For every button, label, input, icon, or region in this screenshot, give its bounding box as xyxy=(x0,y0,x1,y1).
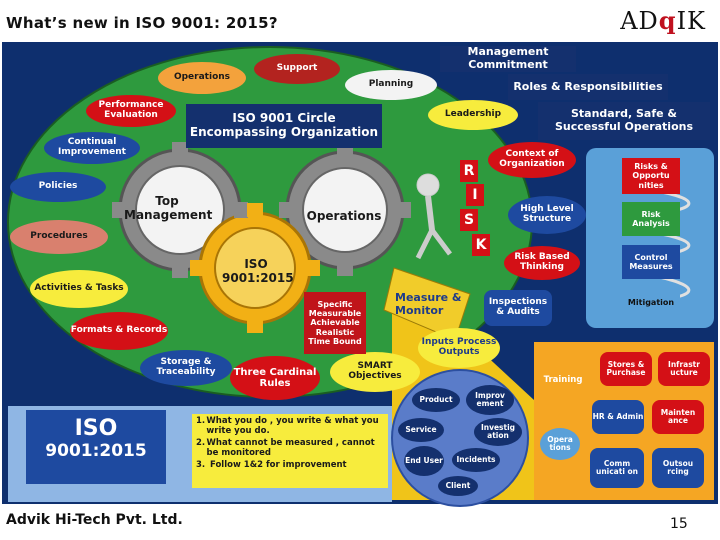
ring-policies: Policies xyxy=(10,172,106,202)
risk-letter: K xyxy=(472,234,490,256)
iso-box-line1: ISO xyxy=(74,416,118,441)
grid-training: Training xyxy=(543,375,583,385)
ring-three-cardinal-rules: Three Cardinal Rules xyxy=(230,356,320,400)
page-title: What’s new in ISO 9001: 2015? xyxy=(6,14,278,32)
company-logo: ADqIK xyxy=(620,6,706,35)
grid-outsourcing: Outsou rcing xyxy=(652,448,704,488)
bubble-service: Service xyxy=(398,418,444,442)
risks-opportunities-box: Risks & Opportu nities xyxy=(622,158,680,194)
iso-box: ISO 9001:2015 xyxy=(26,410,166,484)
grid-hr-admin: HR & Admin xyxy=(592,400,644,434)
ring-risk-based-thinking: Risk Based Thinking xyxy=(504,246,580,280)
mitigation-box: Mitigation xyxy=(622,288,680,318)
smart-box: Specific Measurable Achievable Realistic… xyxy=(304,292,366,354)
grid-communication: Comm unicati on xyxy=(590,448,644,488)
company-name: Advik Hi-Tech Pvt. Ltd. xyxy=(6,512,183,528)
grid-stores-purchase: Stores & Purchase xyxy=(600,352,652,386)
ring-inputs-process-outputs: Inputs Process Outputs xyxy=(418,328,500,368)
gear-iso-center-label: ISO 9001:2015 xyxy=(222,257,294,285)
ring-continual-improvement: Continual Improvement xyxy=(44,132,140,164)
ring-storage-traceability: Storage & Traceability xyxy=(140,350,232,386)
page-number: 15 xyxy=(670,516,688,532)
roles-responsibilities-box: Roles & Responsibilities xyxy=(508,74,668,100)
bubble-improvement: Improv ement xyxy=(466,385,514,415)
risk-letter: R xyxy=(460,160,478,182)
risk-analysis-box: Risk Analysis xyxy=(622,202,680,236)
gear-operations-icon xyxy=(285,150,405,270)
bubble-incidents: Incidents xyxy=(452,448,500,472)
risk-letter: S xyxy=(460,209,478,231)
gear-operations-label: Operations xyxy=(306,209,382,223)
gear-top-management-label: Top Management xyxy=(124,194,213,222)
rule-item: What cannot be measured , cannot be moni… xyxy=(206,438,375,458)
grid-maintenance: Mainten ance xyxy=(652,400,704,434)
ring-planning: Planning xyxy=(345,70,437,100)
ring-support: Support xyxy=(254,54,340,84)
mgmt-commitment-box: Management Commitment xyxy=(440,46,576,72)
ring-procedures: Procedures xyxy=(10,220,108,254)
ring-leadership: Leadership xyxy=(428,100,518,130)
ring-performance-evaluation: Performance Evaluation xyxy=(86,95,176,127)
rules-box: 1.What you do , you write & what you wri… xyxy=(192,414,388,488)
ring-smart-objectives: SMART Objectives xyxy=(330,352,420,392)
ring-context-of-organization: Context of Organization xyxy=(488,142,576,178)
risk-letter: I xyxy=(466,184,484,206)
circle-title-box: ISO 9001 Circle Encompassing Organizatio… xyxy=(186,104,382,148)
control-measures-box: Control Measures xyxy=(622,245,680,279)
bubble-product: Product xyxy=(412,388,460,412)
ring-operations: Operations xyxy=(158,62,246,94)
rule-item: What you do , you write & what you write… xyxy=(206,416,379,436)
inspections-audits: Inspections & Audits xyxy=(484,290,552,326)
measure-monitor-label: Measure & Monitor xyxy=(395,291,462,317)
person-icon xyxy=(415,173,452,260)
bubble-operations: Opera tions xyxy=(540,428,580,460)
ring-formats-records: Formats & Records xyxy=(70,312,168,350)
grid-infrastructure: Infrastr ucture xyxy=(658,352,710,386)
bubble-investigation: Investig ation xyxy=(474,418,522,446)
iso-box-line2: 9001:2015 xyxy=(45,441,147,461)
bubble-client: Client xyxy=(438,476,478,496)
rule-item: Follow 1&2 for improvement xyxy=(210,460,347,470)
bubble-end-user: End User xyxy=(404,446,444,476)
ring-activities-tasks: Activities & Tasks xyxy=(30,270,128,308)
gear-iso-center-icon xyxy=(198,211,312,325)
standard-operations-box: Standard, Safe & Successful Operations xyxy=(538,102,710,140)
ring-high-level-structure: High Level Structure xyxy=(508,196,586,234)
